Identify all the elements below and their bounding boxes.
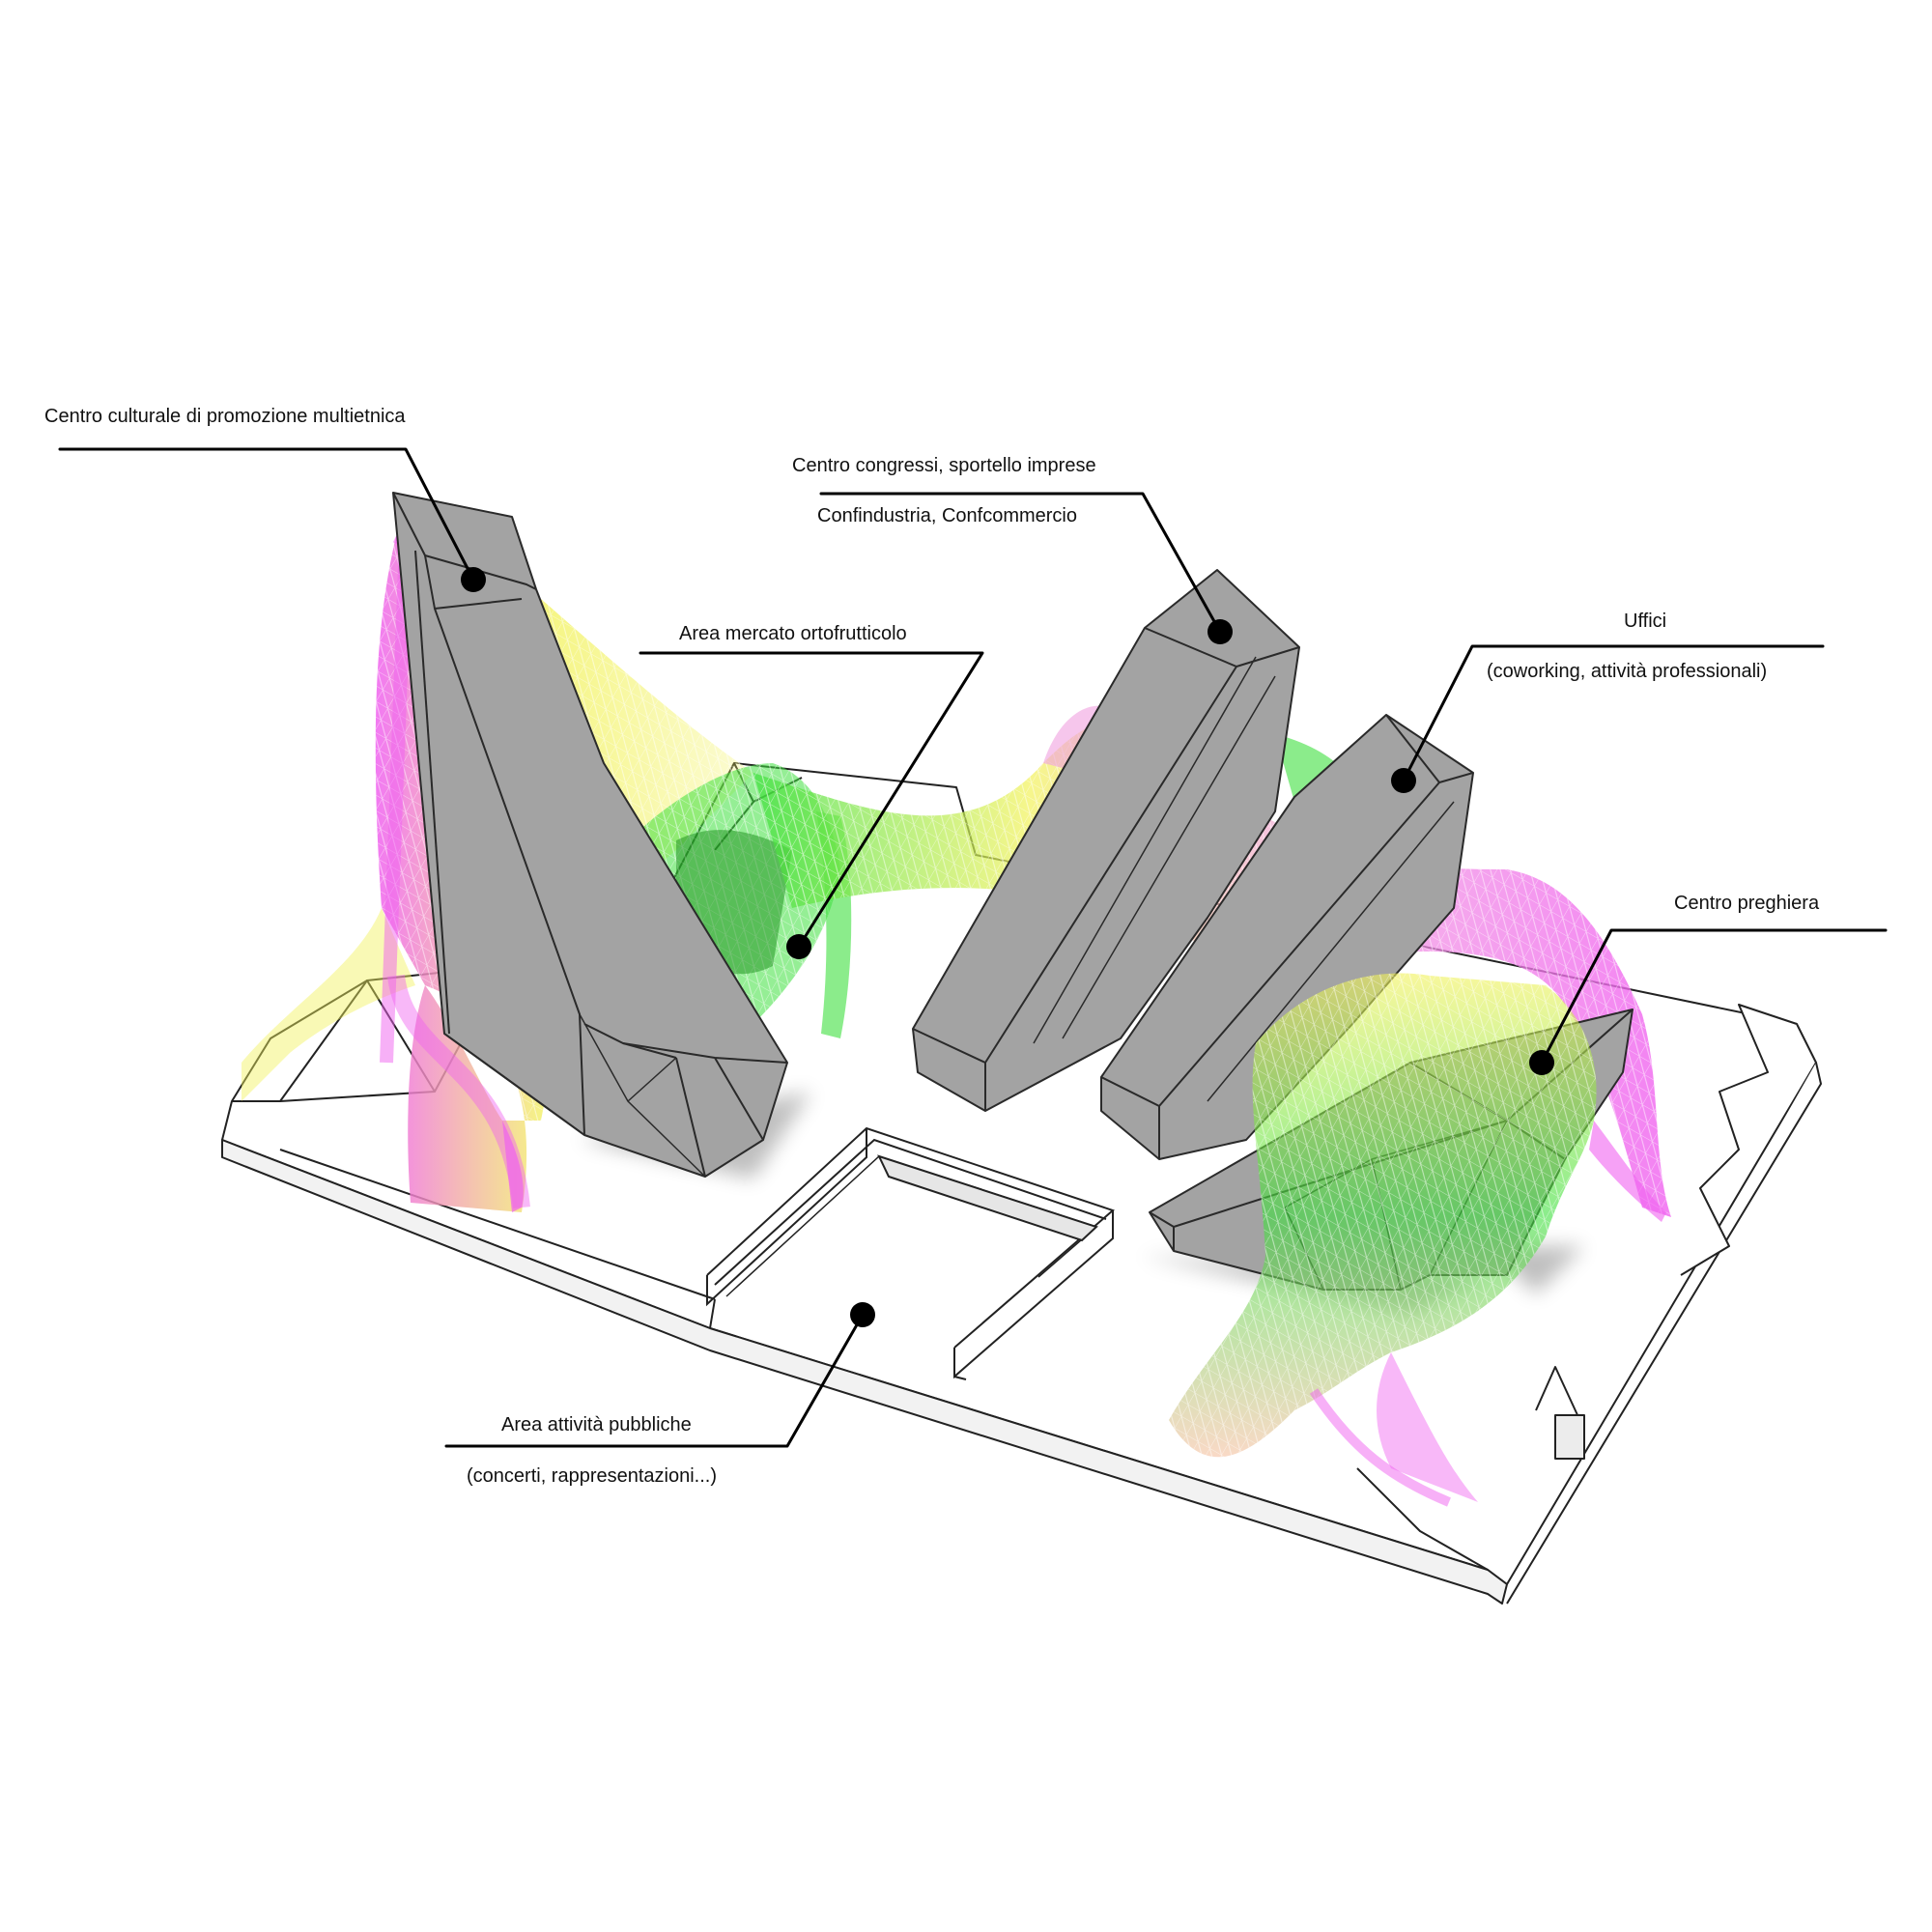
- leader-preghiera: [1540, 928, 1888, 1065]
- marker-preghiera: [1529, 1050, 1554, 1075]
- public-activity-pit: [706, 1126, 1115, 1380]
- label-centro-congressi-sub: Confindustria, Confcommercio: [817, 505, 1077, 526]
- leader-culturale: [58, 447, 475, 582]
- label-area-pubbliche: Area attività pubbliche: [501, 1414, 692, 1435]
- label-uffici-sub: (coworking, attività professionali): [1487, 661, 1768, 682]
- prayer-membrane: [1169, 973, 1666, 1507]
- marker-congressi: [1208, 619, 1233, 644]
- label-centro-culturale: Centro culturale di promozione multietni…: [44, 406, 406, 427]
- label-area-mercato: Area mercato ortofrutticolo: [679, 623, 907, 644]
- label-uffici: Uffici: [1624, 611, 1667, 632]
- leader-pubbliche: [444, 1313, 865, 1448]
- marker-uffici: [1391, 768, 1416, 793]
- marker-pubbliche: [850, 1302, 875, 1327]
- label-area-pubbliche-sub: (concerti, rappresentazioni...): [467, 1465, 718, 1487]
- leader-uffici: [1402, 644, 1825, 782]
- leader-lines: [58, 447, 1888, 1448]
- label-centro-preghiera: Centro preghiera: [1674, 893, 1820, 914]
- marker-culturale: [461, 567, 486, 592]
- markers: [461, 567, 1554, 1327]
- label-centro-congressi: Centro congressi, sportello imprese: [792, 455, 1096, 476]
- marker-mercato: [786, 934, 811, 959]
- congress-center-volume: [912, 569, 1300, 1112]
- leader-mercato: [639, 651, 984, 949]
- offices-volume: [1100, 714, 1474, 1160]
- leader-congressi: [819, 492, 1222, 634]
